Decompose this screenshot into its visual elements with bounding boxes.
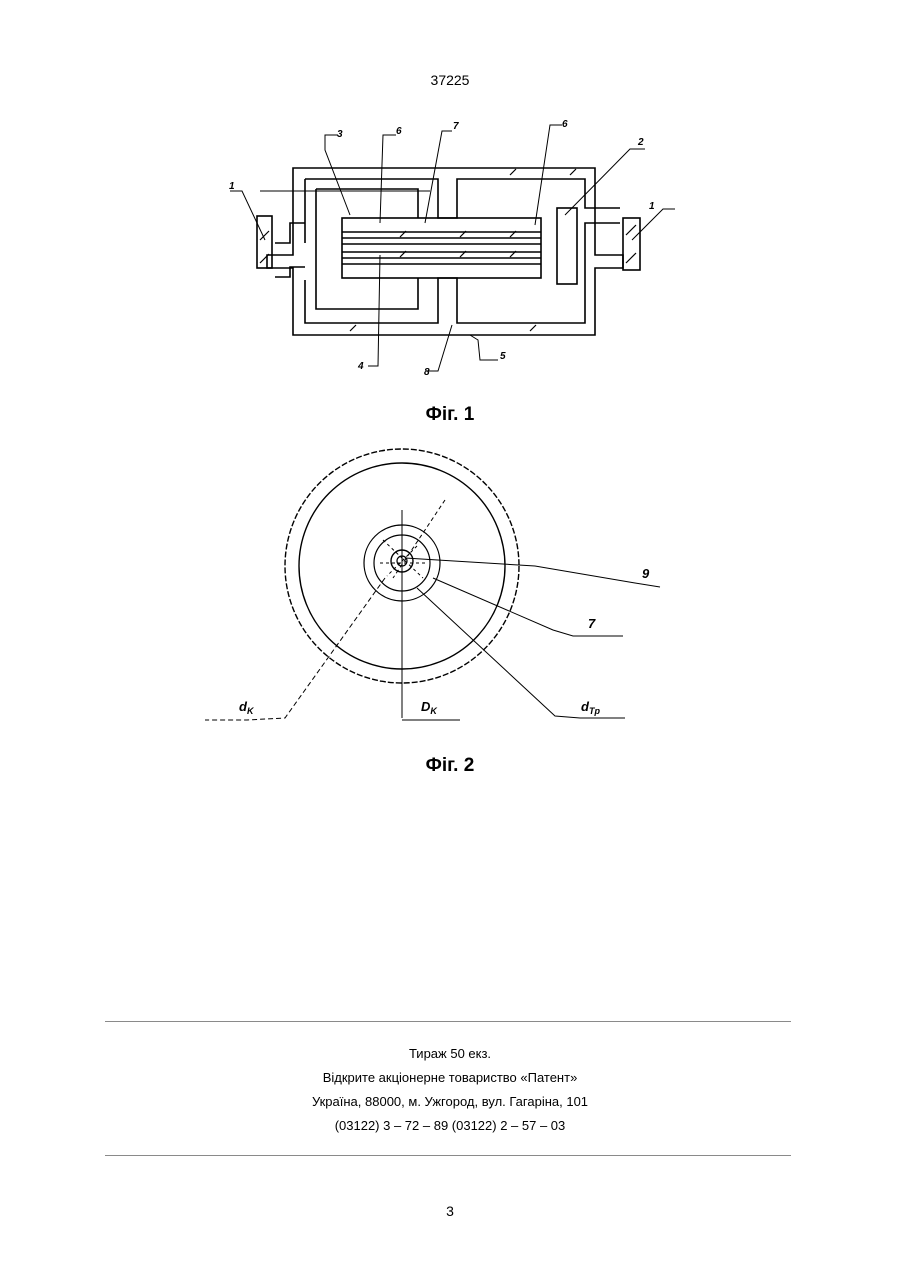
fig2-label-Dk: DK: [421, 699, 438, 716]
housing-inner-left-wall: [275, 223, 305, 277]
fig1-label-4: 4: [357, 361, 364, 372]
window-left: [257, 216, 272, 268]
footer-print-run: Тираж 50 екз.: [0, 1046, 900, 1061]
fig1-label-1-left: 1: [229, 181, 235, 192]
fig2-label-9: 9: [642, 566, 650, 581]
footer-address: Україна, 88000, м. Ужгород, вул. Гагарін…: [0, 1094, 900, 1109]
footer-phones: (03122) 3 – 72 – 89 (03122) 2 – 57 – 03: [0, 1118, 900, 1133]
fig1-label-7: 7: [453, 121, 459, 132]
fig1-label-1-right: 1: [649, 201, 655, 212]
fig1-label-5: 5: [500, 351, 506, 362]
block-2: [557, 208, 577, 284]
fig2-label-dtr: dTp: [581, 699, 600, 716]
footer-company: Відкрите акціонерне товариство «Патент»: [0, 1070, 900, 1085]
figure-2-caption: Фіг. 2: [0, 755, 900, 777]
window-right: [623, 218, 640, 270]
fig2-label-7: 7: [588, 616, 596, 631]
fig1-label-6-right: 6: [562, 119, 568, 130]
page-number: 3: [0, 1203, 900, 1219]
fig1-label-6-left: 6: [396, 126, 402, 137]
footer-top-divider: [105, 1021, 791, 1022]
footer-bottom-divider: [105, 1155, 791, 1156]
fig1-label-8: 8: [424, 367, 430, 378]
figure-1-caption: Фіг. 1: [0, 404, 900, 426]
cavity-3: [316, 189, 418, 309]
fig1-label-3: 3: [337, 129, 343, 140]
document-number: 37225: [0, 72, 900, 88]
figure-1-drawing: 1 1 2 3 6 7 6 4 8 5: [220, 105, 680, 390]
tube-assembly: [342, 218, 541, 278]
fig2-label-dk: dK: [239, 699, 255, 716]
figure-2-drawing: 9 7 dK DK dTp: [205, 428, 695, 753]
fig1-label-2: 2: [637, 137, 644, 148]
housing-inner: [305, 179, 620, 323]
